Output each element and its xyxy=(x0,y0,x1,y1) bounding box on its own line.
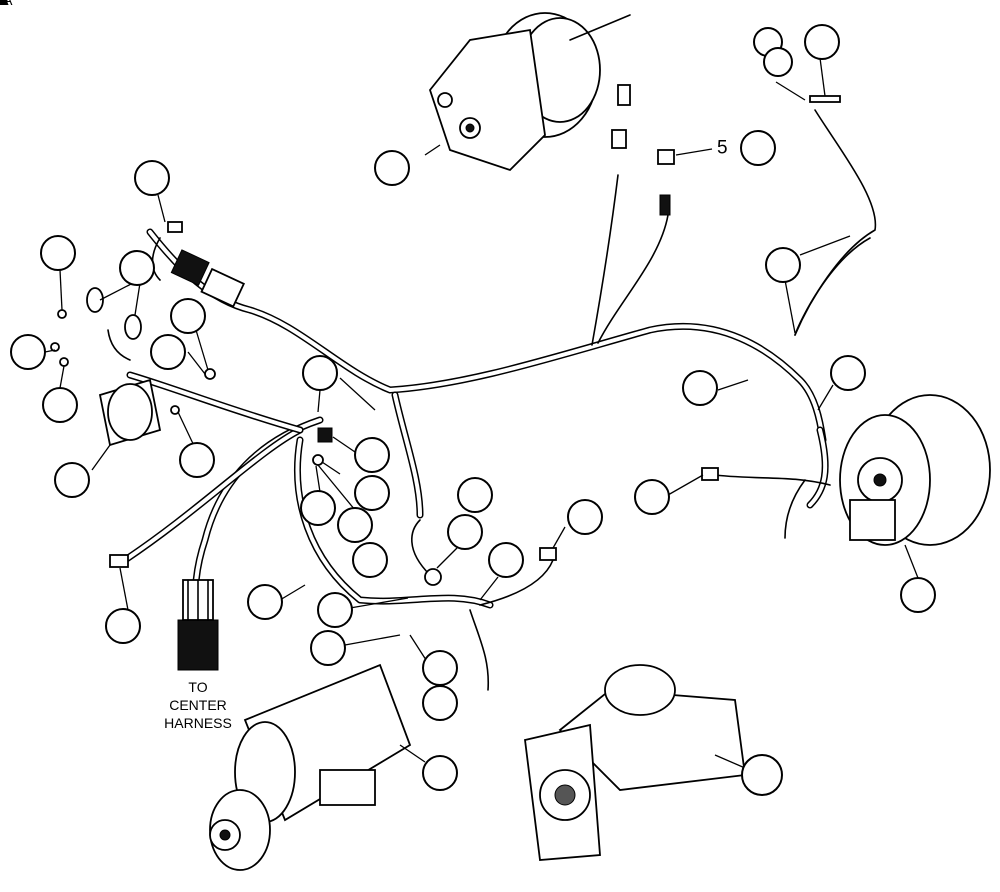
callout-21-right: 21 xyxy=(0,0,718,406)
svg-text:24: 24 xyxy=(0,0,8,8)
svg-text:26: 26 xyxy=(0,0,8,8)
callout-2: 2 xyxy=(0,0,155,286)
svg-text:9: 9 xyxy=(0,0,4,8)
callout-6: 6 xyxy=(0,0,840,60)
svg-text:17: 17 xyxy=(0,0,8,8)
callout-15: 15 xyxy=(0,0,206,334)
starter-18a xyxy=(524,664,747,861)
callout-8: 8 xyxy=(0,0,783,57)
callout-18a: 18A xyxy=(0,0,783,796)
note-line-2: CENTER xyxy=(169,697,227,713)
starter-18 xyxy=(209,663,412,871)
svg-text:5A: 5A xyxy=(0,0,9,8)
callout-19: 19 xyxy=(0,0,410,186)
callout-29: 29 xyxy=(0,0,353,628)
svg-text:6: 6 xyxy=(0,0,4,8)
note-line-3: HARNESS xyxy=(164,715,232,731)
connector-9 xyxy=(424,568,442,586)
relay-11 xyxy=(98,378,162,447)
callout-23: 23 xyxy=(0,0,141,644)
svg-text:21: 21 xyxy=(0,0,8,8)
svg-text:4: 4 xyxy=(0,0,4,8)
callout-7: 7 xyxy=(0,0,793,77)
callout-22: 22 xyxy=(0,0,283,620)
svg-text:12: 12 xyxy=(0,0,8,8)
svg-text:18: 18 xyxy=(0,0,8,8)
connector-23 xyxy=(109,554,129,568)
callout-4: 4 xyxy=(0,0,670,515)
svg-text:25: 25 xyxy=(0,0,8,8)
callout-10: 10 xyxy=(0,0,493,513)
svg-text:18A: 18A xyxy=(0,0,13,8)
center-harness-connector xyxy=(177,579,219,671)
svg-text:10: 10 xyxy=(0,0,8,8)
callout-1-bottom: 1 xyxy=(0,0,524,578)
svg-text:26: 26 xyxy=(0,0,8,8)
clip-24 xyxy=(312,427,333,466)
callout-5a: 5A xyxy=(0,0,776,166)
svg-text:3: 3 xyxy=(0,0,4,8)
svg-text:11: 11 xyxy=(0,0,7,8)
alternator xyxy=(839,394,991,546)
note-line-1: TO xyxy=(188,679,207,695)
connector-19-wire xyxy=(611,84,631,149)
callout-13: 13 xyxy=(0,0,46,370)
callout-31: 26 xyxy=(0,0,170,196)
sensor-17 xyxy=(539,547,557,561)
svg-text:19: 19 xyxy=(0,0,8,8)
svg-text:26: 26 xyxy=(0,0,8,8)
callout-18: 18 xyxy=(0,0,458,791)
terminals-2 xyxy=(50,287,216,415)
svg-text:15: 15 xyxy=(0,0,8,8)
svg-text:7: 7 xyxy=(0,0,4,8)
callout-11: 11 xyxy=(0,0,90,498)
svg-text:27: 27 xyxy=(0,0,8,8)
svg-text:23: 23 xyxy=(0,0,8,8)
callout-30: 30 xyxy=(0,0,346,666)
terminal-6 xyxy=(809,95,841,103)
svg-text:12: 12 xyxy=(0,0,8,8)
svg-text:1: 1 xyxy=(0,0,4,8)
callout-28: 28 xyxy=(0,0,390,511)
callout-1-right: 1 xyxy=(0,0,866,391)
callout-25: 25 xyxy=(0,0,336,526)
svg-text:13: 13 xyxy=(0,0,8,8)
callout-20: 20 xyxy=(0,0,801,283)
svg-text:27: 27 xyxy=(0,0,8,8)
svg-text:22: 22 xyxy=(0,0,8,8)
callout-26-top: 26 xyxy=(0,0,373,543)
callout-12-top: 12 xyxy=(0,0,76,271)
callout-16: 16 xyxy=(0,0,215,478)
callout-24: 24 xyxy=(0,0,390,473)
callout-9: 9 xyxy=(0,0,483,550)
label-5: 5 xyxy=(717,138,728,159)
svg-text:1: 1 xyxy=(0,0,4,8)
callout-17: 17 xyxy=(0,0,603,535)
sensor-4 xyxy=(701,467,719,481)
callout-3: 3 xyxy=(0,0,936,613)
callout-12-bottom: 12 xyxy=(0,0,78,423)
svg-text:30: 30 xyxy=(0,0,8,8)
svg-text:2: 2 xyxy=(0,0,4,8)
callout-21-left: 21 xyxy=(0,0,338,391)
svg-text:29: 29 xyxy=(0,0,8,8)
svg-text:21: 21 xyxy=(0,0,8,8)
callout-27-top: 27 xyxy=(0,0,388,578)
svg-text:28: 28 xyxy=(0,0,8,8)
callout-26-bottom: 26 xyxy=(0,0,458,686)
callout-14: 14 xyxy=(0,0,186,370)
svg-text:14: 14 xyxy=(0,0,8,8)
svg-text:8: 8 xyxy=(0,0,4,8)
connector-31 xyxy=(167,221,246,308)
main-harness xyxy=(121,228,829,619)
ac-compressor xyxy=(428,12,631,172)
callout-27-bottom: 27 xyxy=(0,0,458,721)
svg-text:16: 16 xyxy=(0,0,8,8)
svg-text:20: 20 xyxy=(0,0,8,8)
connector-5 xyxy=(657,149,675,216)
